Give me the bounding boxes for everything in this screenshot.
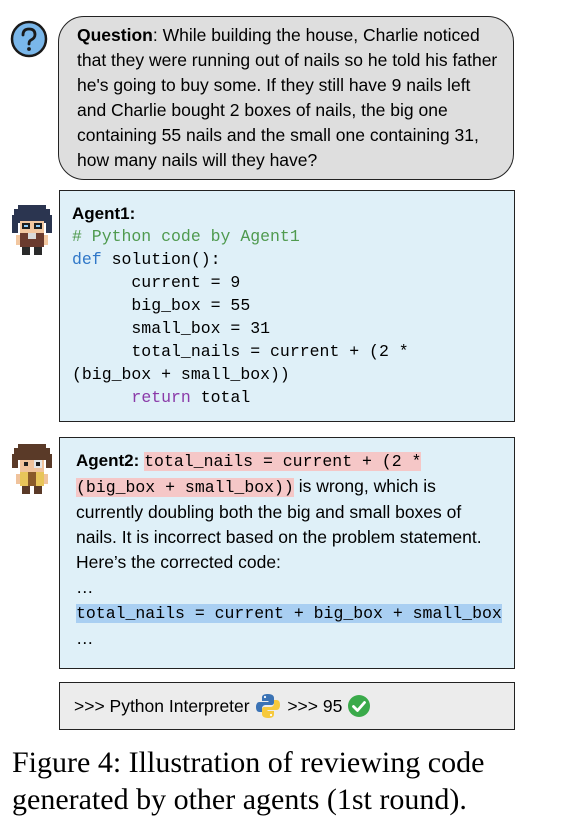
code-line-total-nails-cont: (big_box + small_box)) [72, 365, 290, 384]
code-comment: # Python code by Agent1 [72, 227, 300, 246]
code-indent [72, 388, 131, 407]
code-line-current: current = 9 [72, 273, 241, 292]
code-def-signature: solution(): [101, 250, 221, 269]
code-line-total-nails: total_nails = current + (2 * [72, 342, 409, 361]
agent2-avatar-icon [12, 444, 52, 494]
check-circle-icon [348, 695, 371, 717]
code-return-value: total [190, 388, 251, 407]
python-logo-icon [256, 694, 281, 718]
agent2-label: Agent2: [76, 451, 140, 470]
agent2-explanation: is wrong, which is currently doubling bo… [76, 476, 482, 572]
code-return-keyword: return [131, 388, 191, 407]
ellipsis-top: … [76, 577, 94, 597]
question-text: : While building the house, Charlie noti… [77, 25, 498, 170]
question-bubble: Question: While building the house, Char… [58, 16, 514, 180]
ellipsis-bottom: … [76, 628, 94, 648]
interpreter-prefix: >>> Python Interpreter [74, 695, 255, 716]
agent1-message-box: Agent1: # Python code by Agent1 def solu… [59, 190, 515, 422]
code-def-keyword: def [72, 250, 102, 269]
agent1-code-block: # Python code by Agent1 def solution(): … [72, 225, 504, 409]
agent1-label: Agent1: [72, 204, 136, 223]
figure-caption: Figure 4: Illustration of reviewing code… [12, 746, 485, 816]
question-mark-icon [10, 20, 48, 58]
interpreter-result: >>> 95 [282, 695, 348, 716]
agent2-message-box: Agent2: total_nails = current + (2 * (bi… [59, 437, 515, 669]
code-line-small-box: small_box = 31 [72, 319, 271, 338]
question-label: Question [77, 25, 153, 45]
code-line-big-box: big_box = 55 [72, 296, 251, 315]
corrected-code-highlight: total_nails = current + big_box + small_… [76, 604, 502, 623]
agent1-avatar-icon [12, 205, 52, 255]
python-interpreter-bar: >>> Python Interpreter >>> 95 [59, 682, 515, 730]
